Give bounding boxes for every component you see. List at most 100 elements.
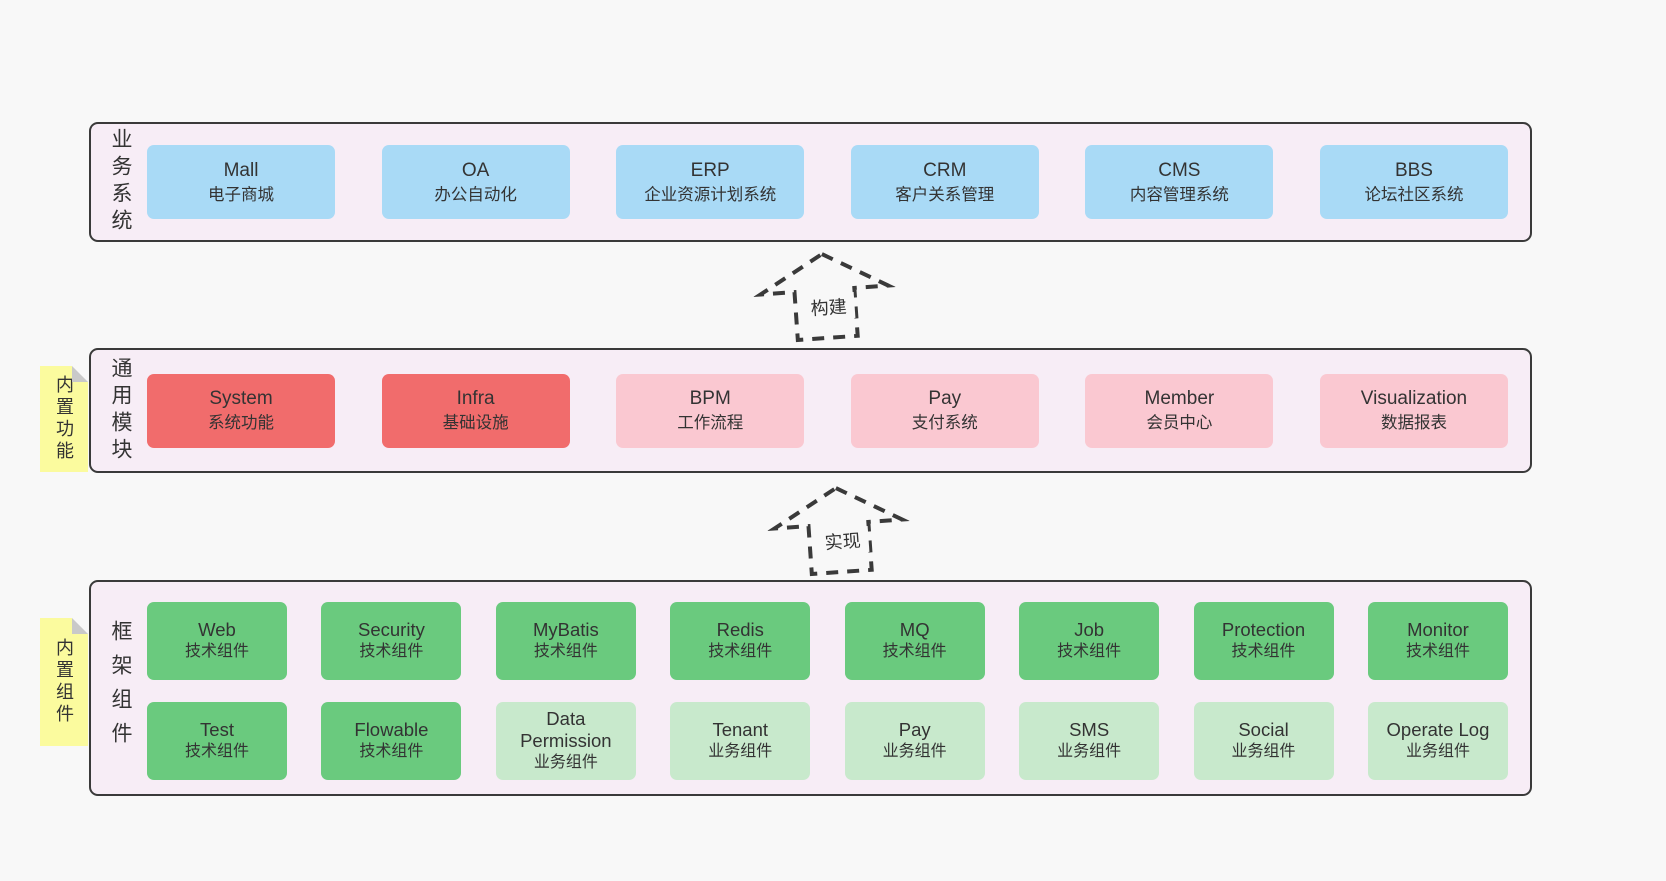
box-desc: 办公自动化 [434, 185, 517, 204]
box-name: MQ [899, 619, 930, 640]
box-desc: 技术组件 [359, 743, 424, 760]
box-desc: 工作流程 [677, 414, 744, 432]
box-data-permission: Data Permission 业务组件 [495, 702, 636, 780]
box-pay-component: Pay 业务组件 [844, 702, 985, 780]
box-cms: CMS 内容管理系统 [1085, 145, 1274, 219]
box-desc: 电子商城 [208, 185, 274, 204]
box-name: Mall [223, 159, 259, 181]
box-desc: 内容管理系统 [1129, 185, 1229, 204]
box-name: SMS [1069, 719, 1110, 740]
box-name: Infra [456, 388, 495, 409]
box-desc: 技术组件 [184, 643, 249, 660]
box-name: ERP [690, 159, 730, 181]
box-desc: 业务组件 [1057, 743, 1122, 760]
box-name: Test [200, 719, 234, 740]
box-mq: MQ 技术组件 [844, 602, 985, 680]
box-pay: Pay 支付系统 [850, 373, 1039, 448]
box-name: Visualization [1360, 388, 1468, 409]
arrow-label-bg [815, 525, 870, 556]
box-name: CMS [1158, 159, 1201, 181]
box-name: Pay [898, 719, 931, 740]
box-name: Data Permission [520, 708, 612, 751]
box-desc: 技术组件 [882, 643, 947, 660]
box-desc: 数据报表 [1380, 414, 1447, 432]
box-name: OA [461, 159, 490, 181]
box-visualization: Visualization 数据报表 [1319, 373, 1508, 448]
box-bpm: BPM 工作流程 [616, 373, 805, 448]
box-desc: 技术组件 [1405, 643, 1470, 660]
box-desc: 基础设施 [442, 414, 509, 432]
box-name: Job [1074, 619, 1105, 640]
arrow-label: 实现 [824, 531, 861, 553]
sticky-note-builtin-components: 内置组件 [40, 618, 88, 746]
box-name: BPM [689, 388, 731, 409]
framework-components-row-2: Test 技术组件 Flowable 技术组件 Data Permission … [147, 702, 1508, 780]
box-name: Redis [716, 619, 764, 640]
box-desc: 论坛社区系统 [1364, 185, 1464, 204]
box-erp: ERP 企业资源计划系统 [616, 145, 805, 219]
box-web: Web 技术组件 [147, 602, 287, 680]
arrow-build: 构建 [751, 245, 899, 352]
band-framework-components: 框架组件 Web 技术组件 Security 技术组件 MyBatis 技术组件… [89, 580, 1532, 796]
box-desc: 技术组件 [533, 643, 598, 660]
box-job: Job 技术组件 [1019, 602, 1160, 680]
band-business-systems: 业务系统 Mall 电子商城 OA 办公自动化 ERP 企业资源计划系统 CRM… [89, 122, 1532, 242]
box-name: MyBatis [532, 619, 599, 640]
arrow-label-bg [801, 291, 856, 322]
box-desc: 客户关系管理 [895, 185, 995, 204]
arrow-implement: 实现 [765, 479, 913, 586]
box-tenant: Tenant 业务组件 [670, 702, 811, 780]
box-desc: 会员中心 [1146, 414, 1213, 432]
box-name: Pay [928, 388, 962, 409]
box-name: Security [358, 619, 425, 640]
box-name: Operate Log [1386, 719, 1490, 740]
box-infra: Infra 基础设施 [381, 373, 570, 448]
box-desc: 业务组件 [533, 754, 598, 771]
box-desc: 系统功能 [208, 414, 274, 432]
box-desc: 技术组件 [184, 743, 249, 760]
box-desc: 业务组件 [708, 743, 773, 760]
box-security: Security 技术组件 [321, 602, 462, 680]
box-name: CRM [923, 159, 967, 181]
box-desc: 技术组件 [1057, 643, 1122, 660]
band-label-business-systems: 业务系统 [109, 128, 132, 236]
box-oa: OA 办公自动化 [381, 145, 570, 219]
box-desc: 业务组件 [1231, 743, 1296, 760]
band-label-framework-components: 框架组件 [109, 620, 132, 756]
band-label-common-modules: 通用模块 [109, 356, 132, 465]
box-bbs: BBS 论坛社区系统 [1319, 145, 1508, 219]
box-desc: 技术组件 [708, 643, 773, 660]
band-common-modules: 通用模块 System 系统功能 Infra 基础设施 BPM 工作流程 Pay… [89, 348, 1532, 473]
box-desc: 企业资源计划系统 [644, 185, 777, 204]
box-flowable: Flowable 技术组件 [321, 702, 462, 780]
box-desc: 支付系统 [911, 414, 978, 432]
box-member: Member 会员中心 [1085, 373, 1274, 448]
box-name: BBS [1394, 159, 1433, 181]
box-test: Test 技术组件 [147, 702, 287, 780]
common-modules-boxes: System 系统功能 Infra 基础设施 BPM 工作流程 Pay 支付系统… [147, 350, 1508, 471]
box-name: Web [198, 619, 236, 640]
box-protection: Protection 技术组件 [1193, 602, 1334, 680]
box-name: Monitor [1407, 619, 1469, 640]
box-mall: Mall 电子商城 [147, 145, 335, 219]
box-crm: CRM 客户关系管理 [850, 145, 1039, 219]
arrow-label: 构建 [810, 297, 847, 319]
box-system: System 系统功能 [147, 373, 335, 448]
box-monitor: Monitor 技术组件 [1367, 602, 1508, 680]
box-name: Protection [1221, 619, 1306, 640]
box-mybatis: MyBatis 技术组件 [495, 602, 636, 680]
sticky-note-builtin-features: 内置功能 [40, 366, 88, 472]
box-name: System [209, 388, 273, 409]
box-sms: SMS 业务组件 [1019, 702, 1160, 780]
box-name: Flowable [354, 719, 429, 740]
sticky-label: 内置功能 [54, 375, 74, 463]
box-name: Tenant [712, 719, 769, 740]
box-social: Social 业务组件 [1193, 702, 1334, 780]
arrow-up-icon: 实现 [767, 485, 911, 577]
business-systems-boxes: Mall 电子商城 OA 办公自动化 ERP 企业资源计划系统 CRM 客户关系… [147, 124, 1508, 240]
arrow-up-icon: 构建 [753, 251, 897, 343]
box-desc: 业务组件 [1405, 743, 1470, 760]
box-desc: 技术组件 [1231, 643, 1296, 660]
box-operate-log: Operate Log 业务组件 [1367, 702, 1508, 780]
